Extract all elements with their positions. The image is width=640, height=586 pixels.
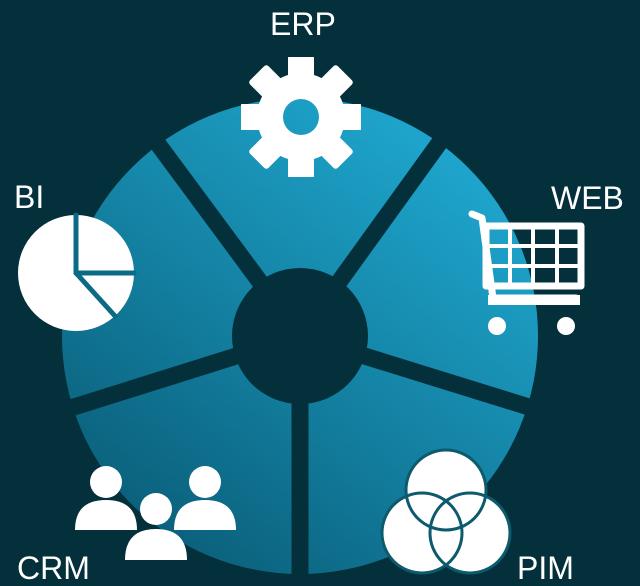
label-web: WEB [551, 180, 624, 216]
label-pim: PIM [517, 550, 574, 586]
segment-dividers [55, 130, 548, 586]
wheel-hub [232, 268, 368, 404]
label-crm: CRM [17, 550, 90, 586]
pie-chart-icon [18, 212, 137, 331]
label-bi: BI [14, 179, 45, 215]
venn-circles-icon [380, 448, 512, 575]
label-erp: ERP [270, 6, 336, 42]
shopping-cart-icon [468, 210, 585, 335]
people-group-icon [75, 466, 236, 560]
gear-icon [239, 55, 363, 179]
